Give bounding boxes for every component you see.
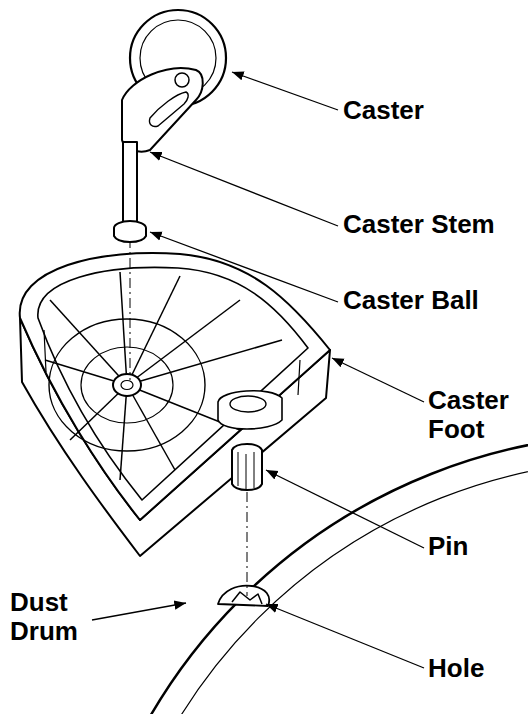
- center-line: [130, 238, 131, 380]
- part-label: Dust Drum: [10, 588, 100, 646]
- caster-stem: [123, 142, 137, 224]
- part-label: Caster Ball: [343, 286, 528, 315]
- leader-line: [150, 152, 338, 226]
- leader-line: [92, 603, 186, 620]
- foot-top-rim: [20, 253, 330, 520]
- pin-boss: [218, 391, 282, 429]
- foot-inner-wall: [44, 330, 300, 395]
- leader-line: [266, 470, 424, 548]
- caster: [114, 10, 226, 242]
- drum-hole: [218, 586, 269, 606]
- foot-socket: [121, 381, 133, 390]
- foot-ring-inner: [81, 347, 173, 423]
- part-label: Caster Stem: [343, 210, 528, 239]
- caster-ball-side: [114, 228, 146, 242]
- leader-line: [150, 232, 338, 302]
- part-label: Caster Foot: [428, 386, 528, 444]
- leader-line: [332, 358, 424, 402]
- pin-knurl: [238, 452, 254, 490]
- part-label: Pin: [428, 532, 528, 561]
- leader-line: [266, 604, 424, 668]
- leader-lines: [92, 72, 424, 668]
- foot-hub: [113, 374, 141, 396]
- caster-foot: [20, 253, 330, 556]
- leader-line: [232, 72, 338, 110]
- foot-ring: [49, 319, 205, 451]
- part-label: Caster: [343, 96, 523, 125]
- pin-boss-top: [230, 396, 266, 412]
- pin: [232, 444, 262, 490]
- caster-yoke: [122, 68, 203, 151]
- part-label: Hole: [428, 654, 528, 683]
- yoke-slot: [149, 92, 188, 127]
- foot-inner-rim: [38, 267, 308, 500]
- center-line: [247, 492, 248, 596]
- axle: [175, 73, 189, 87]
